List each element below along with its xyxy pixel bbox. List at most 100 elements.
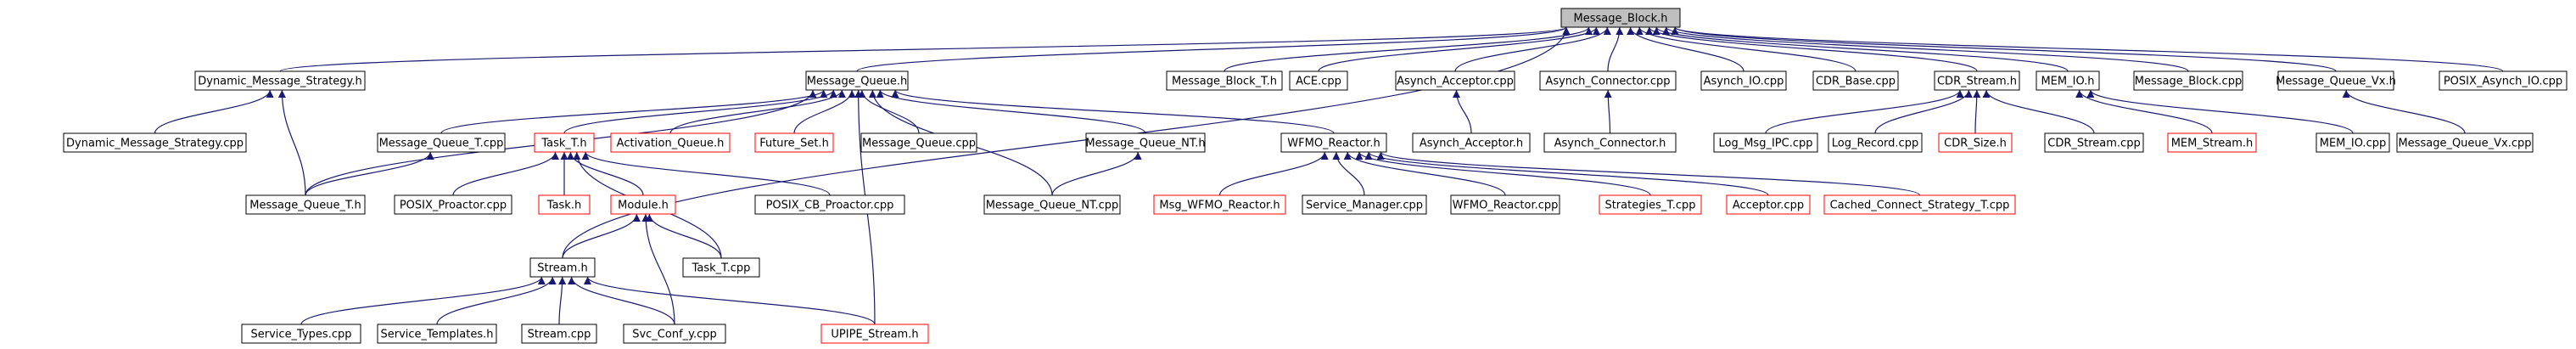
graph-node[interactable]: Task.h — [538, 194, 591, 215]
graph-node[interactable]: Asynch_Connector.h — [1543, 132, 1677, 153]
node-label: Task_T.h — [540, 138, 586, 150]
graph-node[interactable]: Task_T.cpp — [682, 257, 760, 278]
node-label: CDR_Base.cpp — [1816, 76, 1896, 88]
graph-node[interactable]: Message_Queue_T.cpp — [377, 132, 506, 153]
graph-node[interactable]: CDR_Base.cpp — [1812, 70, 1899, 91]
graph-node[interactable]: MEM_IO.h — [2036, 70, 2100, 91]
node-box — [1543, 132, 1677, 153]
node-box — [2167, 132, 2257, 153]
graph-node[interactable]: Service_Types.cpp — [241, 324, 361, 344]
node-label: Strategies_T.cpp — [1604, 200, 1695, 212]
graph-node[interactable]: Service_Templates.h — [377, 324, 497, 344]
graph-node[interactable]: MEM_Stream.h — [2167, 132, 2257, 153]
edge-Log_Record.cpp-to-CDR_Stream.h — [1874, 89, 1973, 134]
graph-node[interactable]: Task_T.h — [534, 132, 595, 153]
node-label: Dynamic_Message_Strategy.h — [198, 76, 362, 88]
graph-node[interactable]: Message_Queue_NT.cpp — [983, 194, 1121, 215]
graph-node[interactable]: Msg_WFMO_Reactor.h — [1153, 194, 1286, 215]
edge-Message_Queue.h-to-Message_Block.h — [856, 26, 1571, 72]
graph-node[interactable]: Future_Set.h — [754, 132, 834, 153]
node-box — [1166, 70, 1283, 91]
edge-Dynamic_Message_Strategy.h-to-Message_Block.h — [279, 26, 1570, 72]
graph-node[interactable]: Message_Queue.h — [805, 70, 909, 91]
graph-node[interactable]: Log_Msg_IPC.cpp — [1713, 132, 1818, 153]
graph-node[interactable]: CDR_Stream.cpp — [2044, 132, 2144, 153]
graph-node[interactable]: Message_Queue_NT.h — [1085, 132, 1206, 153]
graph-node[interactable]: Asynch_Connector.cpp — [1539, 70, 1677, 91]
graph-node[interactable]: Asynch_Acceptor.h — [1412, 132, 1531, 153]
node-box — [2316, 132, 2390, 153]
edge-Message_Block_T.h-to-Message_Block.h — [1224, 26, 1593, 72]
graph-node[interactable]: Activation_Queue.h — [610, 132, 731, 153]
node-label: Message_Queue.h — [807, 76, 908, 88]
graph-node[interactable]: Acceptor.cpp — [1726, 194, 1811, 215]
node-box — [860, 132, 977, 153]
graph-node[interactable]: Message_Block.h — [1560, 8, 1681, 28]
edge-Task_T.h-to-Message_Queue.h — [563, 89, 837, 134]
node-box — [2044, 132, 2144, 153]
node-box — [2133, 70, 2243, 91]
graph-node[interactable]: UPIPE_Stream.h — [820, 324, 929, 344]
graph-node[interactable]: MEM_IO.cpp — [2316, 132, 2390, 153]
graph-node[interactable]: Message_Block.cpp — [2133, 70, 2243, 91]
graph-node[interactable]: CDR_Size.h — [1938, 132, 2013, 153]
edge-Dynamic_Message_Strategy.cpp-to-Dynamic_Message_Strategy.h — [154, 89, 274, 134]
node-box — [1828, 132, 1923, 153]
edge-Stream.h-to-Module.h — [562, 213, 641, 259]
edge-Asynch_Acceptor.h-to-Asynch_Acceptor.cpp — [1453, 89, 1472, 134]
graph-node[interactable]: Strategies_T.cpp — [1599, 194, 1702, 215]
node-label: MEM_Stream.h — [2171, 138, 2254, 150]
graph-node[interactable]: Log_Record.cpp — [1828, 132, 1923, 153]
edge-WFMO_Reactor.cpp-to-WFMO_Reactor.h — [1343, 151, 1506, 196]
graph-node[interactable]: Asynch_Acceptor.cpp — [1395, 70, 1515, 91]
edge-MEM_Stream.h-to-MEM_IO.h — [2075, 89, 2213, 134]
graph-node[interactable]: WFMO_Reactor.cpp — [1450, 194, 1560, 215]
edge-Cached_Connect_Strategy_T.cpp-to-WFMO_Reactor.h — [1376, 151, 1921, 196]
node-box — [377, 132, 506, 153]
graph-node[interactable]: Dynamic_Message_Strategy.cpp — [63, 132, 247, 153]
edge-Msg_WFMO_Reactor.h-to-WFMO_Reactor.h — [1218, 151, 1329, 196]
graph-node[interactable]: Dynamic_Message_Strategy.h — [194, 70, 366, 91]
edge-Task_T.cpp-to-Module.h — [645, 213, 722, 259]
node-label: WFMO_Reactor.h — [1287, 138, 1380, 150]
graph-node[interactable]: Message_Block_T.h — [1166, 70, 1283, 91]
graph-node[interactable]: WFMO_Reactor.h — [1280, 132, 1387, 153]
node-label: CDR_Stream.h — [1937, 76, 2017, 88]
node-box — [1726, 194, 1811, 215]
node-label: Asynch_Connector.h — [1554, 138, 1666, 150]
node-box — [1280, 132, 1387, 153]
node-label: Message_Block.h — [1573, 13, 1667, 25]
graph-node[interactable]: Asynch_IO.cpp — [1700, 70, 1787, 91]
node-label: Message_Queue_Vx.cpp — [2398, 138, 2531, 150]
graph-node[interactable]: Message_Queue_Vx.h — [2276, 70, 2396, 91]
node-box — [754, 132, 834, 153]
graph-node[interactable]: Module.h — [610, 194, 676, 215]
node-box — [682, 257, 760, 278]
graph-node[interactable]: Service_Manager.cpp — [1302, 194, 1427, 215]
graph-node[interactable]: POSIX_CB_Proactor.cpp — [754, 194, 905, 215]
node-label: Message_Block_T.h — [1172, 76, 1277, 88]
graph-node[interactable]: ACE.cpp — [1289, 70, 1348, 91]
node-label: Asynch_Acceptor.cpp — [1397, 76, 1514, 88]
graph-node[interactable]: Message_Queue.cpp — [860, 132, 977, 153]
node-label: Activation_Queue.h — [617, 138, 725, 150]
graph-node[interactable]: Stream.h — [529, 257, 596, 278]
edge-POSIX_Proactor.cpp-to-Task_T.h — [452, 151, 559, 196]
graph-node[interactable]: Message_Queue_T.h — [245, 194, 366, 215]
graph-node[interactable]: Svc_Conf_y.cpp — [623, 324, 726, 344]
node-label: Task.h — [546, 200, 581, 212]
edge-Svc_Conf_y.cpp-to-Stream.h — [568, 276, 675, 325]
graph-node[interactable]: POSIX_Asynch_IO.cpp — [2439, 70, 2568, 91]
edge-Service_Templates.h-to-Stream.h — [436, 276, 557, 325]
node-box — [394, 194, 512, 215]
edge-ACE.cpp-to-Message_Block.h — [1318, 26, 1600, 72]
node-layer: Message_Block.hDynamic_Message_Strategy.… — [63, 8, 2568, 344]
graph-node[interactable]: Cached_Connect_Strategy_T.cpp — [1823, 194, 2016, 215]
edge-Acceptor.cpp-to-WFMO_Reactor.h — [1364, 151, 1769, 196]
graph-node[interactable]: Message_Queue_Vx.cpp — [2396, 132, 2534, 153]
edge-Message_Queue.cpp-to-Message_Queue.h — [858, 89, 920, 134]
graph-node[interactable]: Stream.cpp — [521, 324, 597, 344]
graph-node[interactable]: CDR_Stream.h — [1934, 70, 2020, 91]
graph-node[interactable]: POSIX_Proactor.cpp — [394, 194, 512, 215]
node-box — [2277, 70, 2394, 91]
